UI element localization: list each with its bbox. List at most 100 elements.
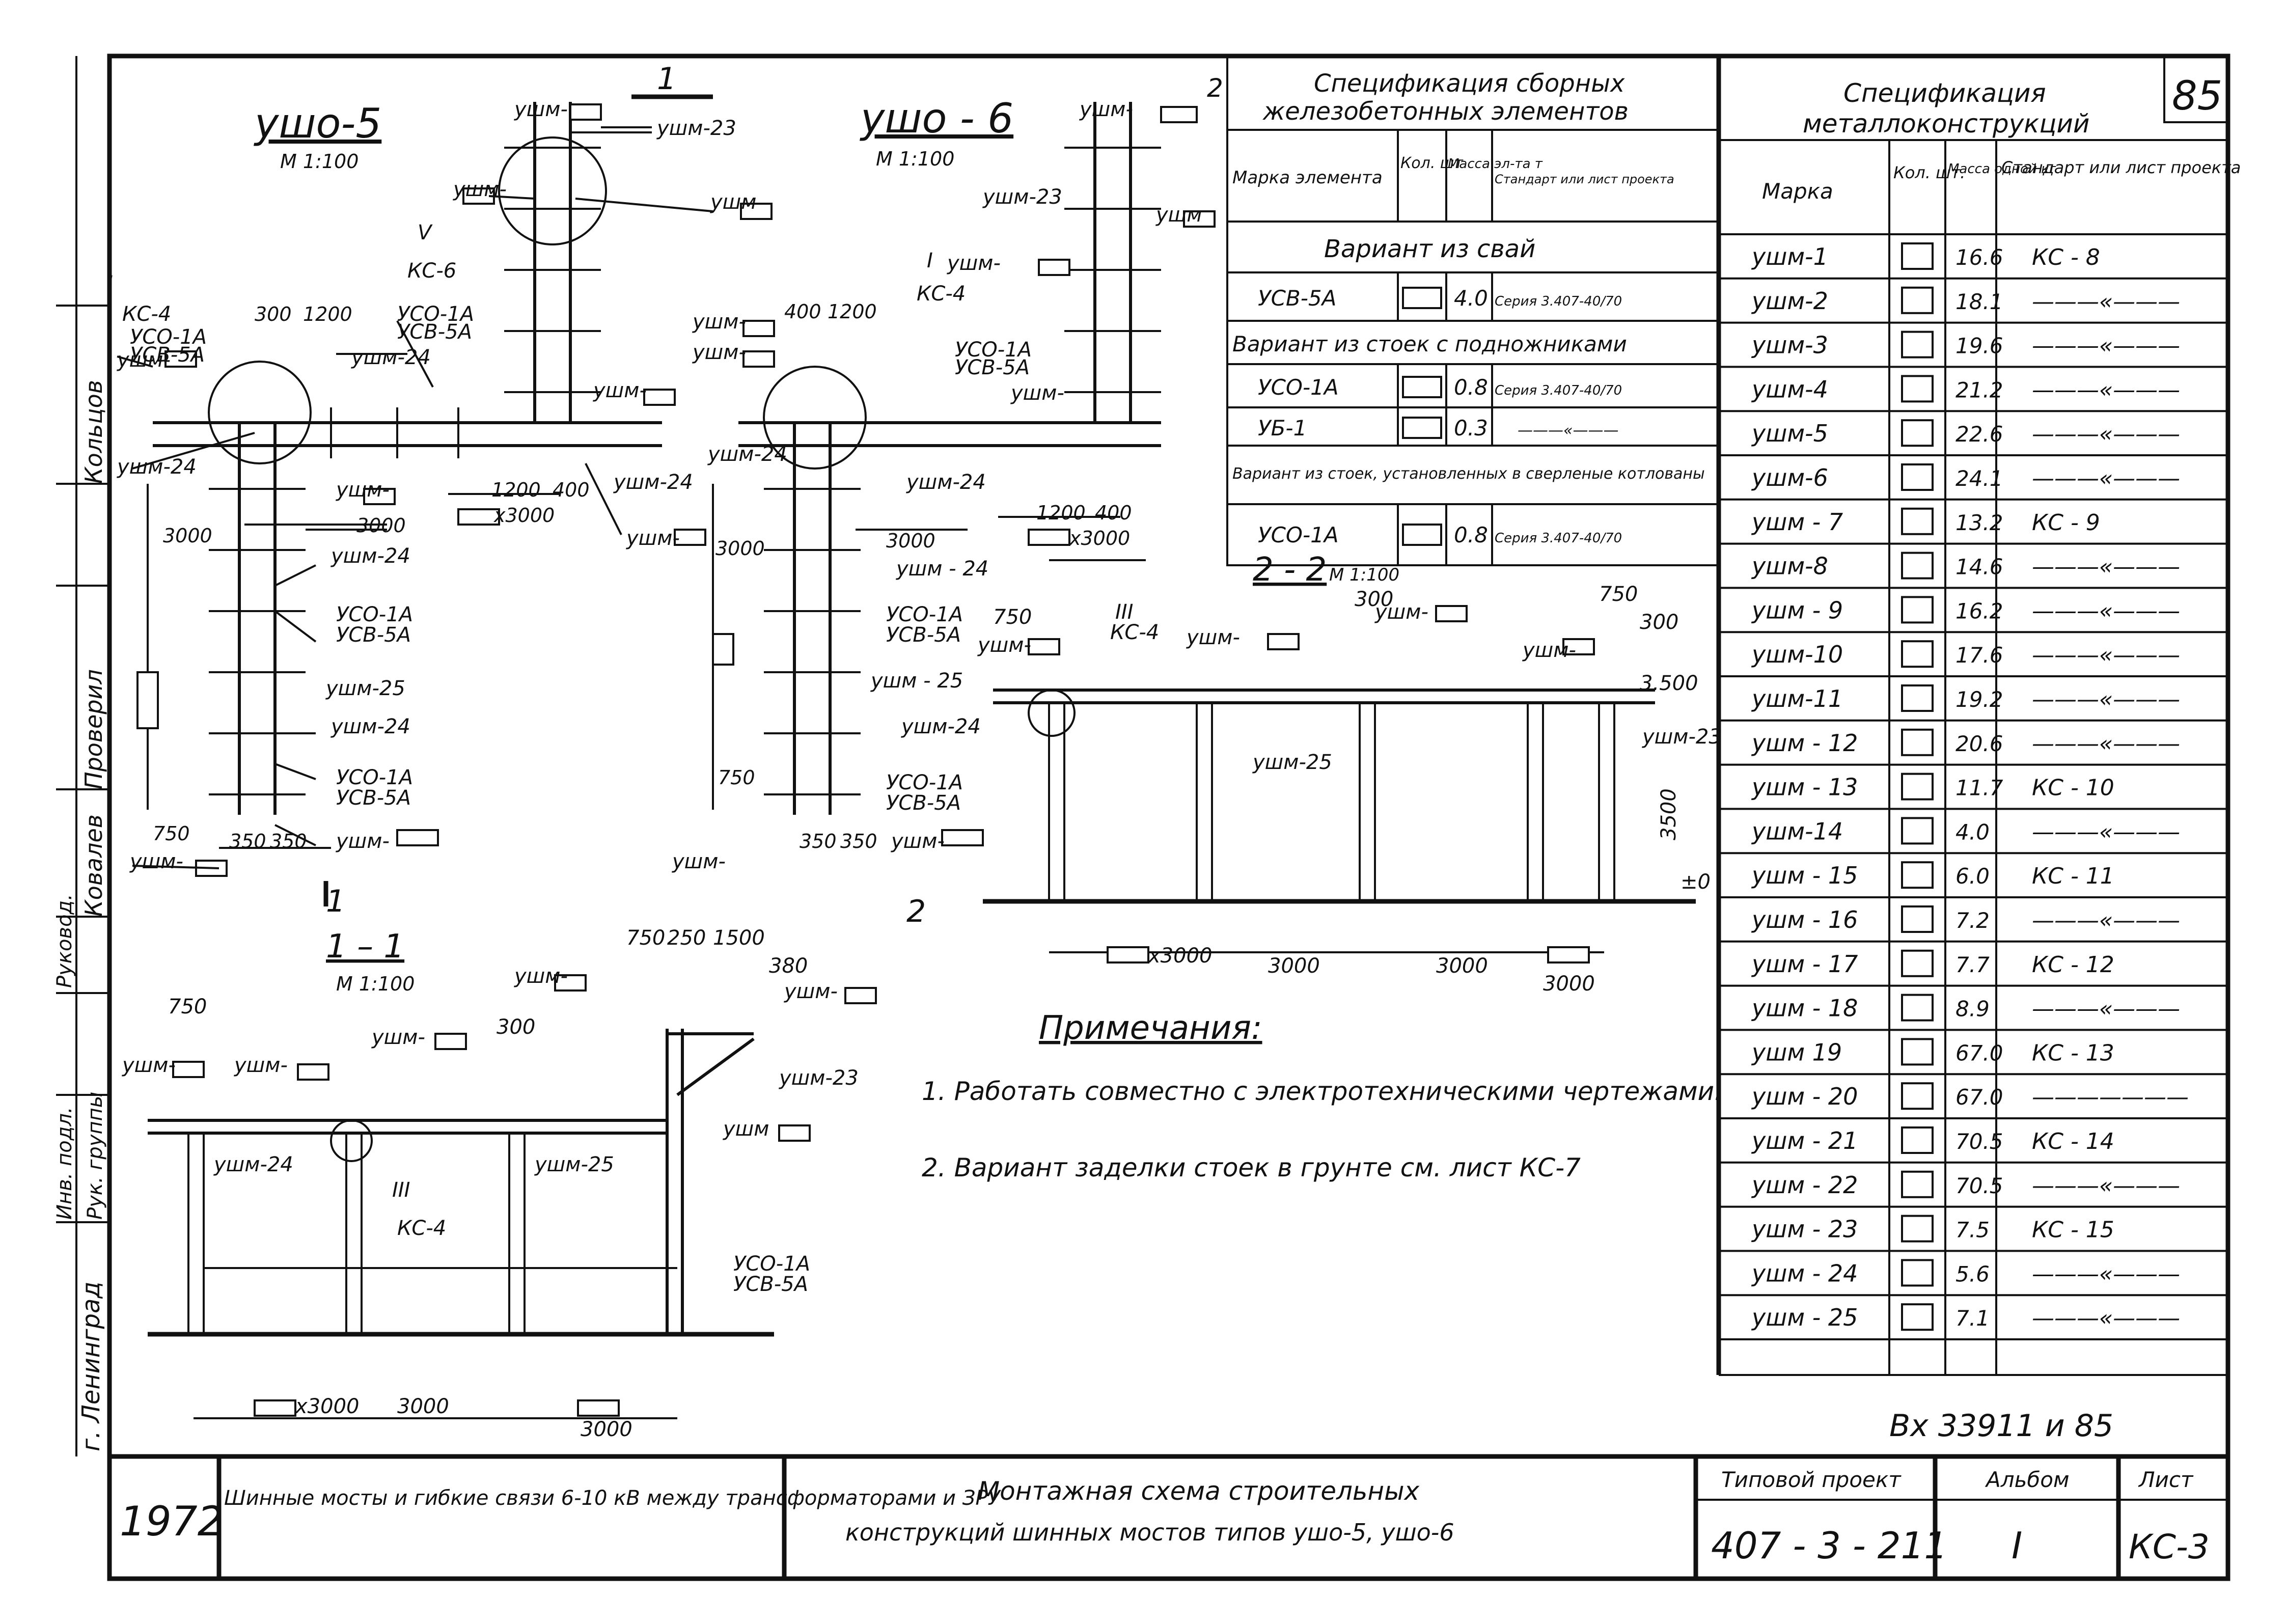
metal-row-qty-box [1901,728,1934,756]
metal-row-std: ———«——— [2032,333,2180,359]
label-s22-ks4: КС-4 [1110,621,1159,644]
metal-row-qty-box [1901,1303,1934,1331]
svg-text:300: 300 [1355,588,1393,611]
metal-spec-table: Спецификация металлоконструкций Марка Ко… [1719,78,2241,1376]
label-s11-uso1a: УСО-1А [733,1252,810,1276]
svg-text:III: III [392,1178,410,1202]
svg-text:ушм-: ушм- [692,341,746,364]
svg-text:3000: 3000 [1543,972,1595,996]
svg-text:ушм-25: ушм-25 [325,677,405,700]
metal-row-std: ———«——— [2032,642,2180,668]
rc-spec-title-1: Спецификация сборных [1314,69,1625,98]
rc-g1-mark: УСВ-5А [1258,286,1336,311]
svg-text:ушм-: ушм- [514,98,568,121]
svg-text:ушм-: ушм- [514,965,568,988]
svg-text:ушм: ушм [710,190,756,214]
label-usho6-uso1a: УСО-1А [955,338,1032,362]
metal-row-qty-box [1901,1082,1934,1110]
title-block: 1972 Шинные мосты и гибкие связи 6-10 кВ… [120,1456,2228,1579]
svg-text:x3000: x3000 [294,1395,359,1418]
metal-row-qty-box [1901,463,1934,491]
svg-text:400: 400 [784,300,821,323]
metal-row-mass: 13.2 [1956,510,2003,535]
side-role-6: Рук. группы [84,1092,107,1220]
rc-g1-mass: 4.0 [1454,286,1488,311]
svg-text:УСВ-5А: УСВ-5А [336,623,411,647]
svg-text:ушм-: ушм- [453,178,507,201]
rc-g3-mark: УСО-1А [1258,522,1339,547]
metal-row-mark: ушм-3 [1751,332,1828,359]
metal-row-mark: ушм - 25 [1751,1304,1858,1331]
svg-text:400: 400 [553,479,590,501]
label-usho5-ushm24: ушм-24 [351,346,431,369]
metal-row-mark: ушм-6 [1751,464,1828,491]
svg-text:ушм-: ушм- [891,830,945,853]
rc-group-1: Вариант из свай [1324,235,1535,263]
metal-row-mark: ушм - 13 [1751,774,1858,801]
metal-row-std: ———«——— [2032,819,2180,845]
metal-row-std: ———«——— [2032,1173,2180,1199]
side-role-4: Руковод. [53,894,76,988]
metal-row-std: КС - 15 [2032,1217,2114,1243]
svg-text:3000: 3000 [163,525,212,547]
svg-text:3000: 3000 [886,530,935,552]
label-s11-ushm23: ушм-23 [779,1066,859,1090]
svg-text:ушм-: ушм- [371,1026,425,1049]
metal-row-mark: ушм-10 [1751,641,1843,668]
label-s22-ushm25: ушм-25 [1252,751,1332,774]
svg-text:750: 750 [993,605,1032,629]
cut-mark-1: 1 [657,61,676,97]
svg-text:ушм-: ушм- [336,830,390,853]
metal-row-mark: ушм-2 [1751,287,1828,315]
svg-text:III: III [1115,600,1133,624]
svg-text:300: 300 [1640,611,1678,634]
rc-spec-title-2: железобетонных элементов [1262,97,1629,126]
metal-row-mass: 20.6 [1956,731,2003,756]
metal-row-std: ———«——— [2032,731,2180,757]
section-1-1: 1 – 1 М 1:100 750 ушм- ушм- ушм- 300 [122,926,877,1441]
svg-text:I: I [107,272,113,295]
svg-text:350: 350 [840,830,877,852]
notes: Примечания: 1. Работать совместно с элек… [922,1009,1722,1182]
metal-row-mass: 70.5 [1956,1173,2003,1198]
metal-row-mark: ушм - 20 [1751,1083,1858,1110]
svg-text:ушм-: ушм- [977,634,1031,657]
plan-usho5: ушо-5 М 1:100 [107,61,773,919]
svg-text:1500: 1500 [713,926,765,950]
svg-text:ушм-: ушм- [1079,98,1133,121]
svg-text:ушм-: ушм- [626,527,680,550]
svg-text:1200: 1200 [828,300,877,323]
label-s11-ks4: КС-4 [397,1217,446,1240]
metal-row-mark: ушм-8 [1751,553,1828,580]
section11-scale: М 1:100 [336,973,415,995]
metal-row-mark: ушм - 18 [1751,995,1858,1022]
metal-row-qty-box [1901,773,1934,801]
svg-text:ушм-24: ушм-24 [707,443,787,466]
metal-row-std: ———«——— [2032,1261,2180,1287]
svg-text:I: I [927,249,933,272]
plan-usho6-title: ушо - 6 [860,95,1013,142]
label-usho5-ks4: КС-4 [122,302,171,326]
svg-text:ушм-24: ушм-24 [906,471,986,494]
svg-text:380: 380 [769,954,808,978]
metal-row-mass: 19.6 [1956,334,2003,359]
svg-text:ушм-: ушм- [1522,639,1576,662]
label-usho6-ushm23: ушм-23 [982,185,1062,209]
side-name-3: Ковалев [80,814,107,917]
svg-text:1200: 1200 [1036,502,1086,524]
svg-text:ушм-24: ушм-24 [330,715,410,738]
metal-row-mass: 21.2 [1956,377,2003,402]
metal-row-std: КС - 11 [2032,863,2114,889]
svg-text:УСО-1А: УСО-1А [336,766,413,789]
metal-row-mark: ушм 19 [1751,1038,1842,1066]
label-s11-ushm25: ушм-25 [534,1153,614,1176]
metal-row-qty-box [1901,286,1934,314]
plan-usho6: ушо - 6 М 1:100 ушм- ушм-23 [672,73,1223,929]
rc-hdr-qty: Кол. шт [1400,154,1464,172]
metal-row-mass: 14.6 [1956,555,2003,580]
metal-row-qty-box [1901,640,1934,668]
svg-text:350: 350 [270,830,307,852]
svg-text:3000: 3000 [356,514,406,537]
svg-text:3000: 3000 [397,1395,449,1418]
